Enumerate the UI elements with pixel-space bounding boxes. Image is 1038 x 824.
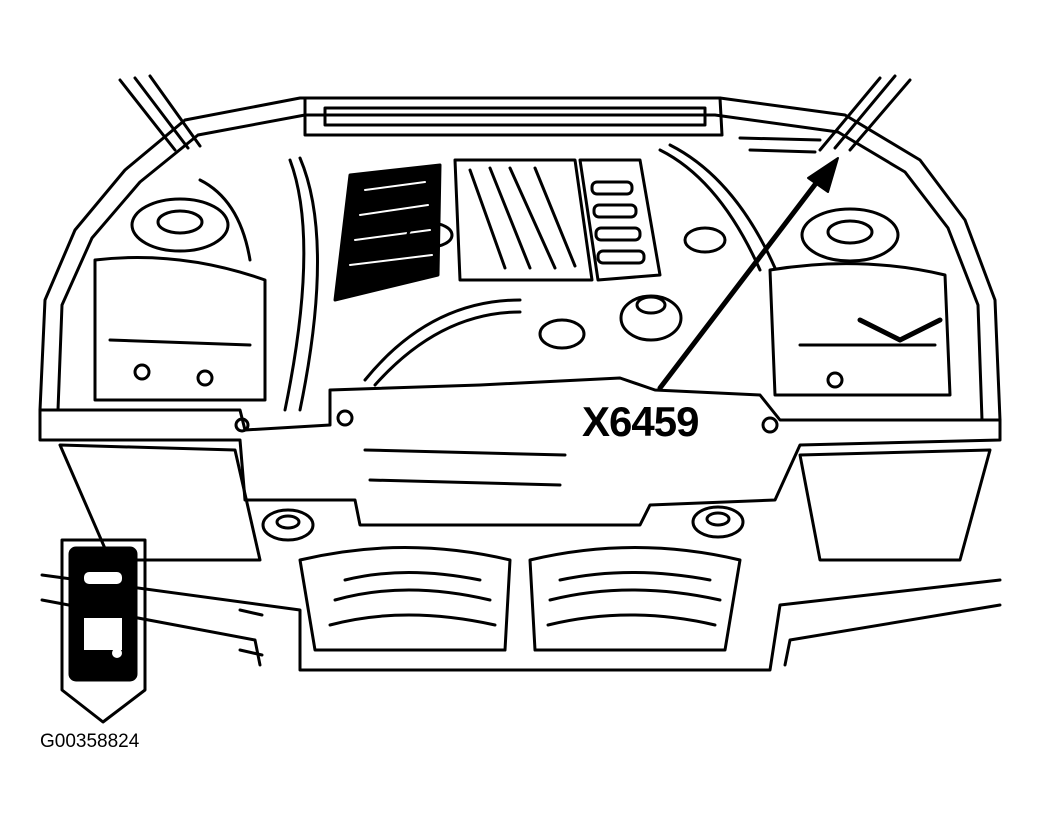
engine-cover [453, 158, 594, 282]
right-strut-tower [768, 207, 952, 397]
kidney-grilles [298, 546, 742, 652]
callout-label: X6459 [582, 398, 699, 445]
radiator-support [38, 376, 1002, 527]
callout-arrow [657, 157, 839, 391]
front-bumper [40, 573, 1002, 672]
left-engine-shroud [333, 163, 442, 302]
figure-id: G00358824 [40, 731, 140, 752]
hood-hinges [118, 74, 912, 152]
reservoir-caps [406, 221, 727, 350]
fuel-rail [578, 158, 662, 282]
vehicle-top-view-icon [60, 538, 147, 724]
left-strut-tower [93, 197, 267, 402]
headlights [58, 443, 992, 562]
hoses [198, 136, 943, 412]
cowl-panel [303, 96, 724, 137]
